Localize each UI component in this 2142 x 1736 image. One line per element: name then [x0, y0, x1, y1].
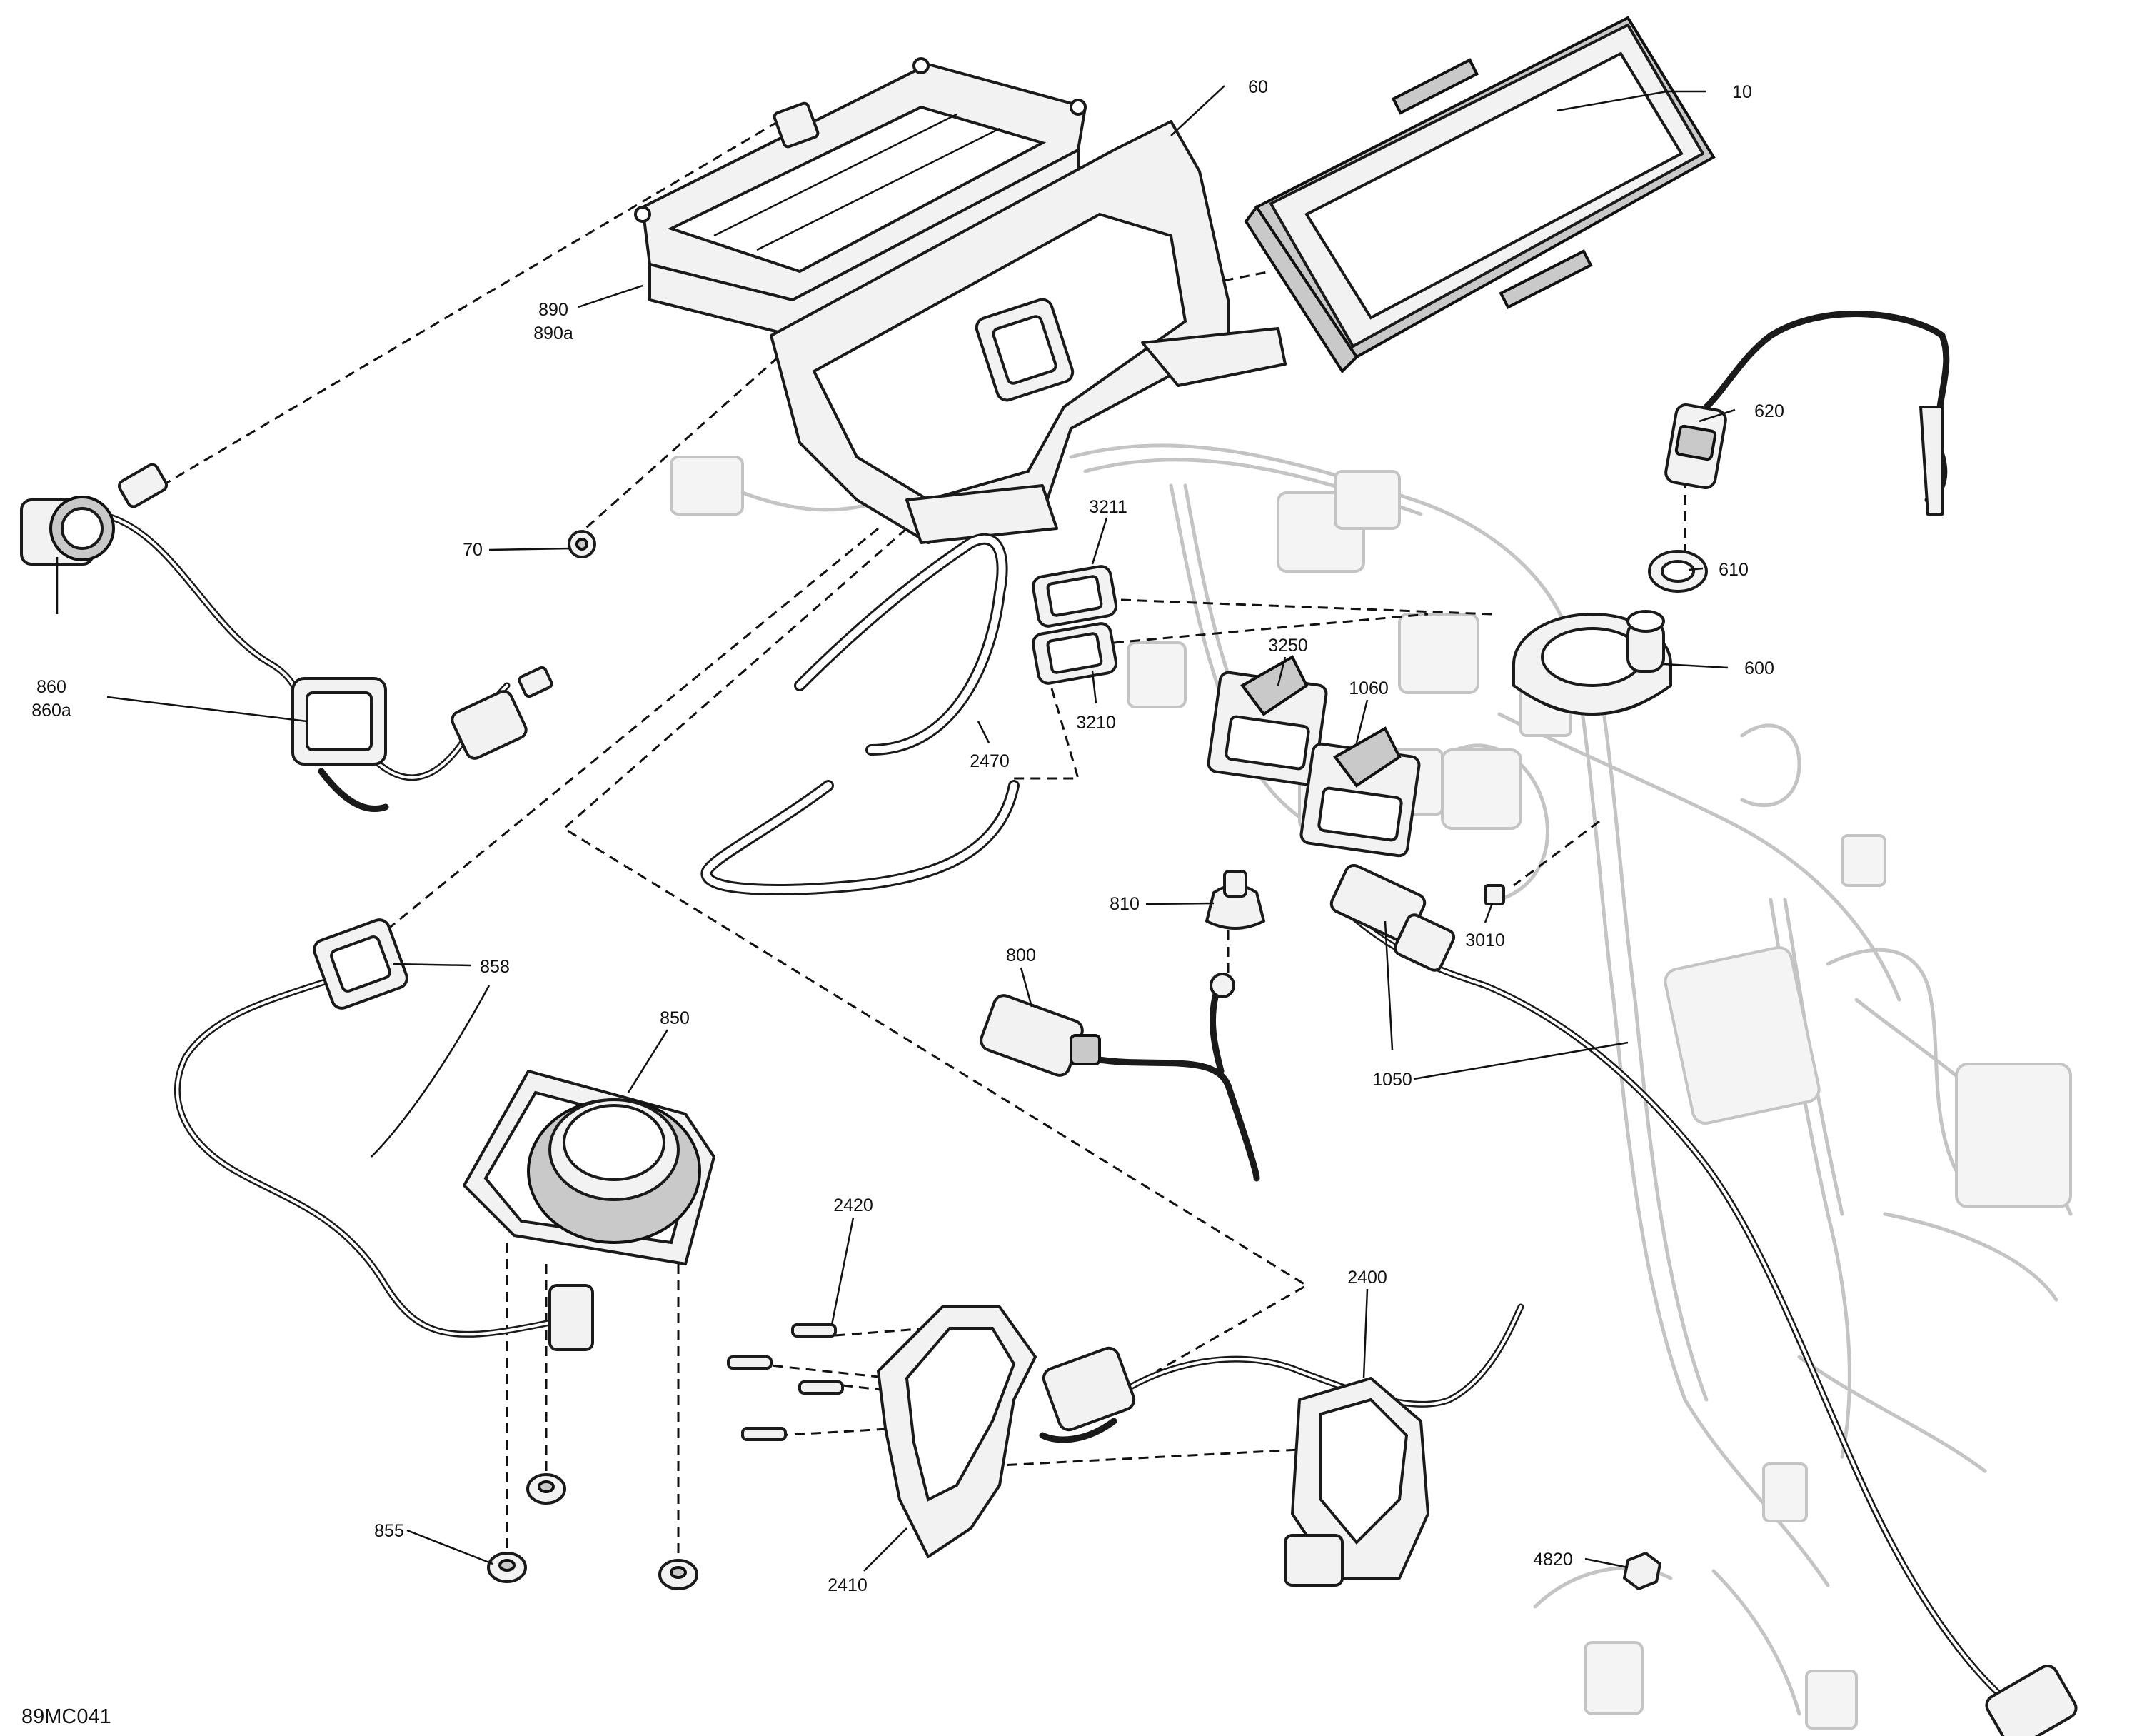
callout-leader-lines: [56, 85, 1736, 1572]
part-810-grommet: [1205, 870, 1265, 930]
callout-890: 890: [538, 300, 568, 320]
part-2420-screws: [727, 1323, 844, 1441]
callout-810: 810: [1110, 894, 1140, 914]
callout-850: 850: [660, 1008, 690, 1028]
part-2400-switch-assembly: [1039, 1303, 1524, 1587]
part-60-bracket-frame: [770, 120, 1287, 544]
part-4820-nut: [1623, 1552, 1661, 1590]
part-620-tether-lanyard: [1664, 311, 1950, 516]
part-890-upper-housing: [634, 57, 1087, 337]
callout-2410: 2410: [828, 1575, 868, 1595]
callout-10: 10: [1732, 82, 1752, 102]
part-850-controller-knob: [463, 1070, 715, 1265]
callout-3210: 3210: [1076, 713, 1116, 733]
callout-3010: 3010: [1465, 930, 1505, 950]
part-855-nuts: [487, 1473, 698, 1590]
callout-855: 855: [374, 1521, 404, 1541]
callout-2420: 2420: [833, 1195, 873, 1215]
callout-860-sub: 860a: [31, 701, 71, 721]
callout-1060: 1060: [1349, 678, 1389, 698]
part-610-ring: [1648, 550, 1708, 593]
callout-2470: 2470: [970, 751, 1010, 771]
part-1060-rocker-switch: [1299, 726, 1421, 858]
callout-600: 600: [1744, 658, 1774, 678]
part-800-sensor: [980, 973, 1260, 1182]
callout-3211: 3211: [1089, 497, 1127, 517]
callout-860: 860: [36, 677, 66, 697]
callout-610: 610: [1719, 560, 1749, 580]
ghosted-main-wiring-harness: [670, 443, 2073, 1730]
callout-890-sub: 890a: [533, 323, 573, 343]
callout-858: 858: [480, 957, 510, 977]
callout-620: 620: [1754, 401, 1784, 421]
part-1050-harness: [1329, 863, 2078, 1736]
part-2470-hose: [700, 533, 1020, 895]
part-3210-connector: [1031, 622, 1118, 685]
part-3211-connector: [1031, 565, 1118, 628]
callout-60: 60: [1248, 77, 1268, 97]
part-70-fastener: [568, 530, 596, 558]
callout-labels: 10 60 890 890a 70 860 860a 620 610 600 3…: [21, 77, 1784, 1728]
callout-1050: 1050: [1372, 1070, 1412, 1090]
callout-800: 800: [1006, 945, 1036, 965]
callout-3250: 3250: [1268, 636, 1308, 656]
part-858-harness: [174, 918, 594, 1351]
callout-2400: 2400: [1347, 1268, 1387, 1288]
diagram-code: 89MC041: [21, 1705, 111, 1728]
part-3250-rocker-switch: [1207, 655, 1328, 786]
part-860-harness: [20, 463, 553, 813]
callout-4820: 4820: [1533, 1550, 1573, 1570]
part-3010-clip: [1484, 884, 1505, 905]
part-10-display-cluster: [1244, 16, 1716, 374]
callout-70: 70: [463, 540, 483, 560]
part-2410-cover: [877, 1305, 1037, 1558]
part-600-switch-base: [1512, 610, 1672, 716]
